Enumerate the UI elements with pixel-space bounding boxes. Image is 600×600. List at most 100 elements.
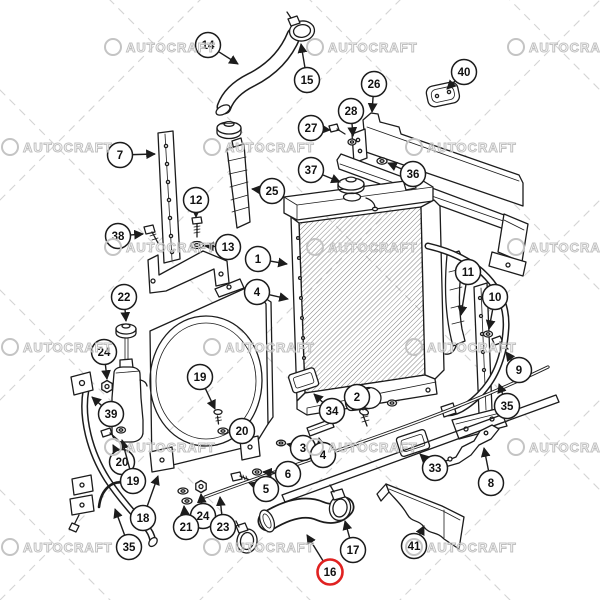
watermark: AUTOCRAFT [405,338,517,356]
callout-leader-line [91,396,102,407]
callout-25[interactable]: 25 [251,177,286,205]
callout-circle[interactable] [106,141,134,169]
callout-number: 4 [320,450,327,462]
callout-34[interactable]: 34 [313,393,346,425]
callout-circle[interactable] [450,58,478,86]
callout-circle[interactable] [104,222,132,250]
callout-circle[interactable] [505,356,533,384]
callout-circle[interactable] [493,392,521,420]
callout-13[interactable]: 13 [204,233,242,261]
callout-circle[interactable] [258,177,286,205]
callout-10[interactable]: 10 [481,283,509,330]
callout-19[interactable]: 19 [119,439,147,495]
callout-leader-line [204,388,216,410]
callout-circle[interactable] [454,258,482,286]
callout-circle[interactable] [172,513,200,541]
highlighted-callout-circle[interactable] [316,558,344,586]
callout-circle[interactable] [360,70,388,98]
callout-circle[interactable] [477,469,505,497]
callout-circle[interactable] [194,31,222,59]
callout-20[interactable]: 20 [228,417,256,445]
callout-circle[interactable] [243,278,271,306]
callout-36[interactable]: 36 [387,160,427,188]
callout-leader-line [286,441,297,451]
standpipe-drawing [226,137,251,229]
callout-7[interactable]: 7 [106,141,156,169]
callout-circle[interactable] [337,97,365,125]
callout-circle[interactable] [343,383,371,411]
callout-6[interactable]: 6 [262,460,302,488]
callout-circle[interactable] [97,400,125,428]
callout-9[interactable]: 9 [505,351,533,384]
callout-circle[interactable] [293,66,321,94]
watermark-layer: AUTOCRAFT AUTOCRAFT AUTOCRAFT AUTOCRAFT AUTO… [1,38,600,556]
callout-leader-line [269,292,289,302]
watermark-text: AUTOCRAFT [529,440,600,455]
watermark-text: AUTOCRAFT [427,340,517,355]
watermark: AUTOCRAFT [405,538,516,556]
callout-12[interactable]: 12 [182,186,210,218]
callout-number: 15 [301,75,314,87]
callout-circle[interactable] [339,536,367,564]
watermark: AUTOCRAFT [507,38,600,56]
callout-11[interactable]: 11 [454,258,482,316]
callout-23[interactable]: 23 [209,496,237,541]
callout-24[interactable]: 24 [90,338,118,380]
callout-circle[interactable] [119,467,147,495]
callout-circle[interactable] [90,338,118,366]
callout-circle[interactable] [318,397,346,425]
callout-39[interactable]: 39 [91,396,125,428]
callout-40[interactable]: 40 [446,58,478,90]
callout-17[interactable]: 17 [339,520,367,564]
callout-circle[interactable] [421,454,449,482]
left-hardware-drawing [143,216,205,250]
callout-2[interactable]: 2 [343,383,371,411]
callout-33[interactable]: 33 [419,453,449,482]
watermark: AUTOCRAFT [306,238,417,256]
callout-27[interactable]: 27 [297,114,331,142]
callout-circle[interactable] [297,114,325,142]
callout-37[interactable]: 37 [297,156,341,184]
callout-circle[interactable] [110,283,138,311]
callout-number: 16 [324,567,337,579]
callout-circle[interactable] [252,475,280,503]
callout-41[interactable]: 41 [400,525,428,560]
callout-circle[interactable] [297,156,325,184]
callout-16[interactable]: 16 [306,534,344,586]
callout-8[interactable]: 8 [477,447,505,497]
callout-35[interactable]: 35 [113,508,143,561]
callout-18[interactable]: 18 [129,475,160,532]
callout-21[interactable]: 21 [172,505,200,541]
callout-circle[interactable] [115,533,143,561]
callout-15[interactable]: 15 [293,43,321,94]
callout-circle[interactable] [244,245,272,273]
callout-leader-line [179,505,190,516]
callout-14[interactable]: 14 [194,31,239,65]
callout-circle[interactable] [274,460,302,488]
callout-circle[interactable] [214,233,242,261]
callout-26[interactable]: 26 [360,70,388,113]
callout-circle[interactable] [186,363,214,391]
callout-circle[interactable] [129,504,157,532]
callout-circle[interactable] [481,283,509,311]
callout-circle[interactable] [309,441,337,469]
callout-number: 5 [263,484,270,496]
callout-leader-line [101,364,111,380]
callout-number: 13 [222,242,235,254]
callout-4[interactable]: 4 [243,278,289,306]
callout-number: 37 [305,165,318,177]
callout-22[interactable]: 22 [110,283,138,322]
callout-5[interactable]: 5 [248,475,280,503]
callout-20[interactable]: 20 [108,444,136,476]
callout-circle[interactable] [209,513,237,541]
callout-circle[interactable] [182,186,210,214]
callout-1[interactable]: 1 [244,245,288,273]
callout-circle[interactable] [399,160,427,188]
callout-number: 3 [300,443,306,455]
callout-circle[interactable] [228,417,256,445]
callout-35[interactable]: 35 [493,383,521,420]
lower-hose-clamp-right-drawing [328,484,352,522]
callout-leader-line [262,467,276,478]
callout-28[interactable]: 28 [337,97,365,137]
callout-19[interactable]: 19 [186,363,216,410]
